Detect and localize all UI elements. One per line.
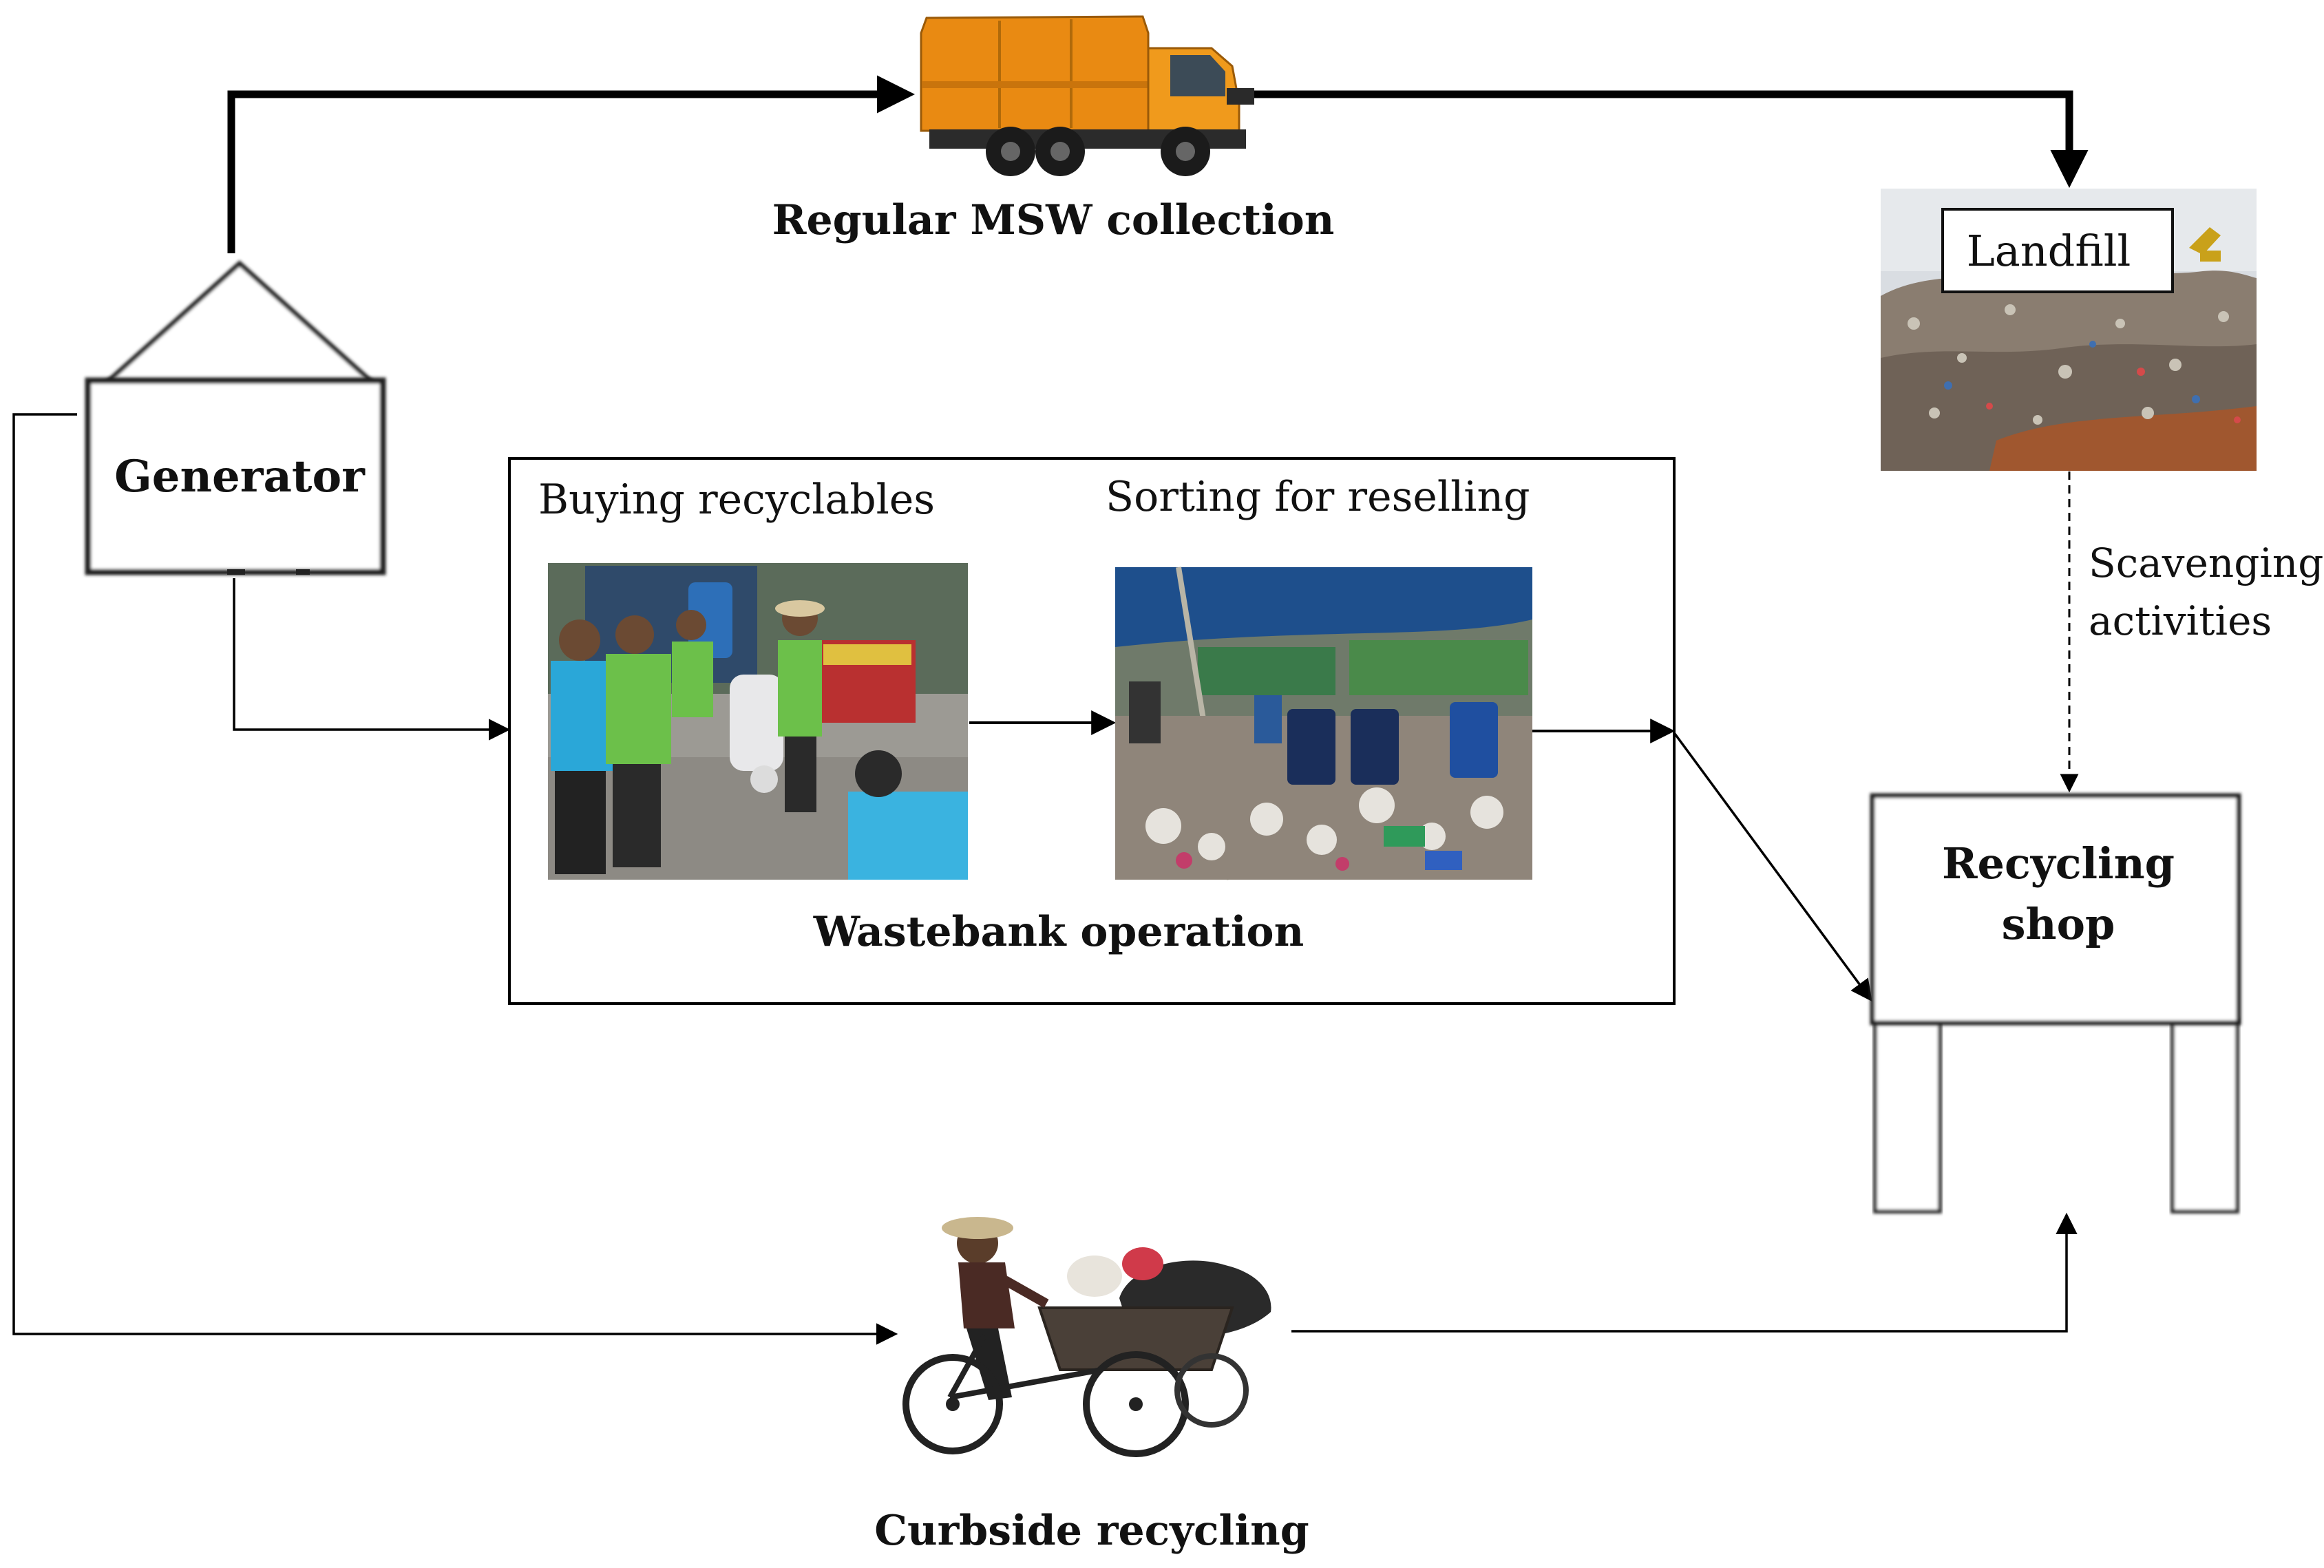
generator-roof [101,260,379,385]
generator-stub-right [296,569,310,575]
curbside-label: Curbside recycling [874,1507,1309,1555]
buying-recyclables-photo [548,563,968,880]
generator-box [85,377,386,575]
arrow-collection-to-landfill [1251,90,2089,188]
generator-stub-left [227,569,245,575]
arrow-wastebank-to-shop [1673,732,1872,1002]
buying-label: Buying recyclables [538,476,935,524]
landfill-label: Landfill [1967,226,2131,276]
wastebank-node: Buying recyclables Sorting for reselling… [508,457,1676,1005]
shop-leg-left [1873,1018,1942,1214]
recycling-shop-label-line2: shop [2002,899,2115,949]
arrow-curbside-to-shop [1291,1212,2078,1333]
garbage-truck-image [920,15,1254,176]
recycling-shop-box [1870,793,2241,1026]
landfill-image: Landfill [1881,189,2257,471]
arrow-generator-to-curbside [12,413,898,1345]
scavenging-label-line2: activities [2089,597,2272,644]
generator-label: Generator [114,451,366,502]
wastebank-box [508,457,1676,1005]
recycling-shop-label-line1: Recycling [1942,838,2175,889]
curbside-tricycle-image [902,1217,1271,1457]
scavenging-label-line1: Scavenging [2089,540,2323,586]
wastebank-label: Wastebank operation [813,908,1304,956]
sorting-label: Sorting for reselling [1106,473,1530,521]
shop-leg-right [2170,1018,2239,1214]
arrow-generator-to-collection [227,75,915,253]
sorting-for-reselling-photo [1115,566,1532,880]
arrow-generator-to-wastebank [233,578,511,741]
connectors [12,75,2089,1345]
regular-collection-label: Regular MSW collection [772,196,1335,244]
generator-node: Generator [85,260,386,575]
recycling-shop-node: Recycling shop [1870,793,2241,1214]
landfill-label-box [1941,208,2174,293]
